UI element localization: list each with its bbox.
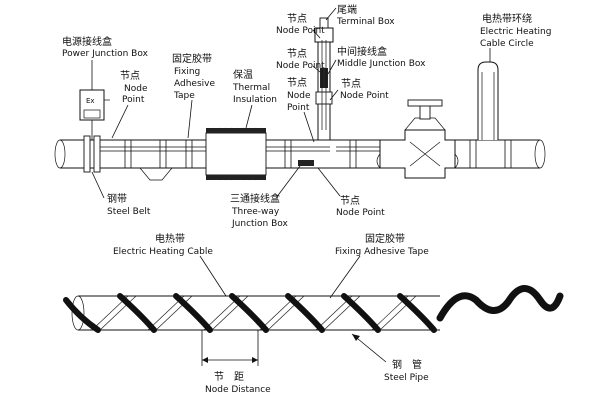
power-box-label-en: Power Junction Box [62,49,149,59]
spiral-pipe-detail [63,285,564,333]
steel-belt-label-en: Steel Belt [107,207,151,217]
terminal-leader [325,7,337,21]
three-way-label-en2: Junction Box [231,219,289,229]
node1-label-en2: Point [122,95,145,105]
node4-label-cn: 节点 [287,77,307,89]
cable-label-en: Electric Heating Cable [113,247,213,257]
node2-label-cn: 节点 [287,13,307,25]
node4-leader [303,111,315,143]
cable-circle-label-cn: 电热带环绕 [482,12,532,25]
insulation-label-en1: Thermal [232,83,270,93]
node-distance-label-en: Node Distance [205,385,271,395]
middle-box-leader [327,59,337,75]
node6-label-en: Node Point [336,208,385,218]
node6-label-cn: 节点 [340,195,360,207]
node3-label-cn: 节点 [287,48,307,60]
node1-label-cn: 节点 [120,70,140,82]
fix-tape-label-cn: 固定胶带 [172,52,212,65]
middle-box-label-cn: 中间接线盒 [337,45,387,58]
terminal-box-icon [314,17,334,43]
three-way-junction-box [298,160,314,166]
node3-label-en: Node Point [276,61,325,71]
fix-tape-label-en2: Adhesive [174,79,215,89]
steel-pipe-label-cn: 钢 管 [392,358,422,371]
node2-label-en: Node Point [276,26,325,36]
fix-tape-label-en1: Fixing [174,67,200,77]
node5-label-en: Node Point [340,91,389,101]
steel-pipe-label-en: Steel Pipe [384,373,429,383]
node1-label-en1: Node [124,84,148,94]
junction-box-icon: Ex [79,89,110,140]
node-distance-dimension [201,330,259,366]
three-way-label-en1: Three-way [231,207,280,217]
insulation-label-cn: 保温 [233,68,253,81]
node4-label-en2: Point [287,103,310,113]
node5-label-cn: 节点 [341,78,361,90]
cable-label-cn: 电热带 [155,232,185,245]
vertical-branch [314,17,334,141]
steel-belt-leader [91,171,105,199]
node4-label-en1: Node [287,91,311,101]
ex-mark: Ex [86,97,95,105]
middle-box-label-en: Middle Junction Box [337,59,426,69]
steel-pipe-arrow [352,334,360,341]
cable-circle-loop [477,61,499,140]
pipe-support [139,167,173,181]
insulation-label-en2: Insulation [233,95,277,105]
cable-circle-label-en2: Cable Circle [480,39,534,49]
terminal-label-cn: 尾端 [337,3,357,16]
steel-belt-label-cn: 钢带 [107,192,127,205]
heating-cable-top [100,146,380,152]
cable-leader [199,255,227,297]
middle-junction-box [320,68,328,88]
fix-tape-leader [187,99,193,139]
power-box-label-cn: 电源接线盒 [62,35,112,48]
node1-leader [111,104,129,139]
valve-icon [379,99,456,179]
fixing-tape-bands [124,140,512,168]
cable-circle-label-en1: Electric Heating [480,27,551,37]
terminal-label-en: Terminal Box [336,17,395,27]
node5-leader [329,89,339,101]
fix-tape-label-en3: Tape [173,91,195,101]
node3-leader [312,65,321,73]
fix-tape2-label-cn: 固定胶带 [365,232,405,245]
steel-belt [83,135,101,173]
three-way-leader [275,165,301,199]
fix-tape2-label-en: Fixing Adhesive Tape [335,247,429,257]
node-distance-label-cn: 节 距 [214,371,244,383]
three-way-label-cn: 三通接线盒 [230,192,280,205]
thermal-insulation [205,127,267,181]
node6-leader [317,167,341,197]
insulation-leader [245,104,253,129]
fix-tape2-leader [329,255,361,299]
node2-leader [312,29,321,39]
